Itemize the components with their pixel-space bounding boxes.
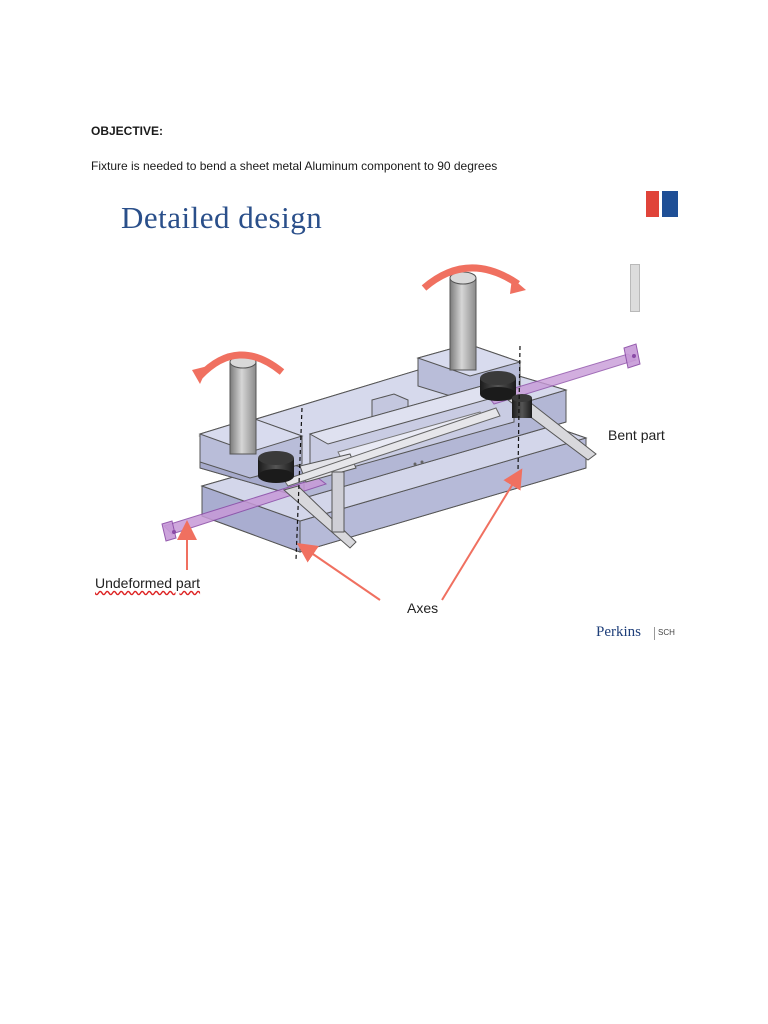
bent-part-label: Bent part bbox=[608, 427, 665, 443]
right-handle-cylinder bbox=[449, 271, 477, 371]
axes-label: Axes bbox=[407, 600, 439, 616]
right-axis-line bbox=[517, 345, 521, 473]
undeformed-part-label: Undeformed part bbox=[95, 575, 200, 591]
toolbar-strip bbox=[630, 264, 640, 312]
footer-logo: Perkins bbox=[596, 624, 641, 640]
objective-description: Fixture is needed to bend a sheet metal … bbox=[91, 159, 498, 173]
footer-separator bbox=[654, 627, 655, 640]
left-handle-cylinder bbox=[229, 355, 257, 455]
design-slide-image: Detailed design bbox=[88, 186, 682, 642]
axes-pointer-left bbox=[296, 542, 381, 601]
slide-title: Detailed design bbox=[121, 200, 323, 235]
axes-pointer-right bbox=[441, 468, 523, 601]
left-puck bbox=[258, 451, 294, 483]
left-axis-line bbox=[295, 407, 303, 561]
footer-school-text: SCH bbox=[658, 628, 675, 637]
fixture-diagram bbox=[161, 264, 641, 601]
sheet-metal-part bbox=[161, 343, 641, 542]
objective-heading: OBJECTIVE: bbox=[91, 124, 164, 138]
flag-blue-bar bbox=[662, 191, 678, 217]
flag-red-bar bbox=[646, 191, 659, 217]
undeformed-part-text: Undeformed part bbox=[95, 575, 201, 591]
right-rotation-arrow bbox=[421, 264, 520, 291]
right-puck bbox=[480, 371, 532, 418]
left-rotation-arrow bbox=[197, 351, 285, 379]
